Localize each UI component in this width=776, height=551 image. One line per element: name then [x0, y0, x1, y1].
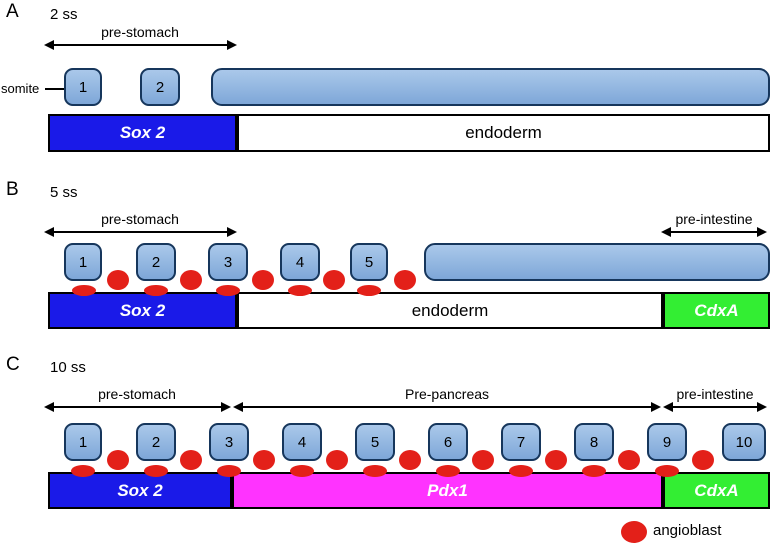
- somite-box: 1: [64, 243, 102, 281]
- panel-letter: B: [6, 179, 19, 200]
- angioblast: [107, 270, 129, 290]
- angioblast: [399, 450, 421, 470]
- expression-bar-sox2: Sox 2: [48, 114, 237, 152]
- arrowhead-right-icon: [227, 227, 237, 237]
- expression-bar-endoderm: endoderm: [237, 292, 663, 329]
- region-arrow-label: pre-stomach: [101, 24, 179, 40]
- somite-box: 6: [428, 423, 468, 461]
- angioblast: [144, 465, 168, 477]
- somite-box: 5: [355, 423, 395, 461]
- angioblast: [394, 270, 416, 290]
- somite-box: 4: [280, 243, 320, 281]
- angioblast: [618, 450, 640, 470]
- stage-label: 5 ss: [50, 184, 78, 201]
- angioblast: [107, 450, 129, 470]
- expression-bar-endoderm: endoderm: [237, 114, 770, 152]
- angioblast: [436, 465, 460, 477]
- angioblast: [326, 450, 348, 470]
- arrow-shaft: [243, 406, 651, 408]
- somite-pointer-label: somite: [1, 81, 40, 96]
- angioblast: [357, 285, 381, 296]
- arrowhead-left-icon: [661, 227, 671, 237]
- expression-bar-sox2: Sox 2: [48, 472, 232, 509]
- range-arrow: [44, 39, 237, 51]
- arrowhead-right-icon: [757, 402, 767, 412]
- arrowhead-right-icon: [227, 40, 237, 50]
- region-arrow-label: pre-intestine: [676, 386, 754, 402]
- arrowhead-right-icon: [221, 402, 231, 412]
- arrowhead-left-icon: [44, 402, 54, 412]
- range-arrow: [233, 401, 661, 413]
- angioblast: [692, 450, 714, 470]
- angioblast: [144, 285, 168, 296]
- region-arrow-label: pre-stomach: [98, 386, 176, 402]
- arrowhead-right-icon: [651, 402, 661, 412]
- presomitic-mesoderm-bar: [211, 68, 770, 106]
- angioblast: [253, 450, 275, 470]
- arrow-shaft: [54, 44, 227, 46]
- arrow-shaft: [54, 231, 227, 233]
- range-arrow: [661, 226, 767, 238]
- arrowhead-left-icon: [233, 402, 243, 412]
- angioblast: [655, 465, 679, 477]
- somite-box: 5: [350, 243, 388, 281]
- somite-box: 9: [647, 423, 687, 461]
- somite-box: 3: [208, 243, 248, 281]
- arrowhead-left-icon: [663, 402, 673, 412]
- somite-box: 1: [64, 68, 102, 106]
- stage-label: 2 ss: [50, 6, 78, 23]
- arrow-shaft: [671, 231, 757, 233]
- expression-bar-sox2: Sox 2: [48, 292, 237, 329]
- angioblast: [216, 285, 240, 296]
- panel-c-10ss: C 10 ss angioblast pre-stomach Pre-pancre…: [0, 353, 776, 551]
- arrowhead-left-icon: [44, 227, 54, 237]
- angioblast: [582, 465, 606, 477]
- arrow-shaft: [673, 406, 757, 408]
- angioblast: [290, 465, 314, 477]
- arrowhead-right-icon: [757, 227, 767, 237]
- range-arrow: [663, 401, 767, 413]
- range-arrow: [44, 226, 237, 238]
- angioblast: [509, 465, 533, 477]
- somite-box: 4: [282, 423, 322, 461]
- somite-pointer-line: [45, 88, 64, 90]
- region-arrow-label: pre-stomach: [101, 211, 179, 227]
- somite-box: 2: [136, 243, 176, 281]
- expression-bar-cdxa: CdxA: [663, 472, 770, 509]
- expression-bar-pdx1: Pdx1: [232, 472, 663, 509]
- panel-letter: A: [6, 1, 19, 22]
- range-arrow: [44, 401, 231, 413]
- angioblast: [217, 465, 241, 477]
- angioblast: [472, 450, 494, 470]
- somite-box: 2: [140, 68, 180, 106]
- angioblast: [180, 270, 202, 290]
- angioblast: [252, 270, 274, 290]
- arrow-shaft: [54, 406, 221, 408]
- angioblast: [323, 270, 345, 290]
- presomitic-mesoderm-bar: [424, 243, 770, 281]
- angioblast: [545, 450, 567, 470]
- angioblast: [72, 285, 96, 296]
- angioblast: [288, 285, 312, 296]
- somite-box: 3: [209, 423, 249, 461]
- angioblast-legend-icon: [621, 521, 647, 543]
- arrowhead-left-icon: [44, 40, 54, 50]
- somite-box: 2: [136, 423, 176, 461]
- region-arrow-label: Pre-pancreas: [404, 386, 490, 402]
- angioblast-legend-label: angioblast: [653, 522, 722, 539]
- angioblast: [363, 465, 387, 477]
- somite-box: 8: [574, 423, 614, 461]
- region-arrow-label: pre-intestine: [675, 211, 753, 227]
- stage-label: 10 ss: [50, 359, 86, 376]
- somite-box: 10: [722, 423, 766, 461]
- somite-box: 7: [501, 423, 541, 461]
- angioblast: [71, 465, 95, 477]
- expression-bar-cdxa: CdxA: [663, 292, 770, 329]
- angioblast: [180, 450, 202, 470]
- somite-box: 1: [64, 423, 102, 461]
- panel-letter: C: [6, 354, 20, 375]
